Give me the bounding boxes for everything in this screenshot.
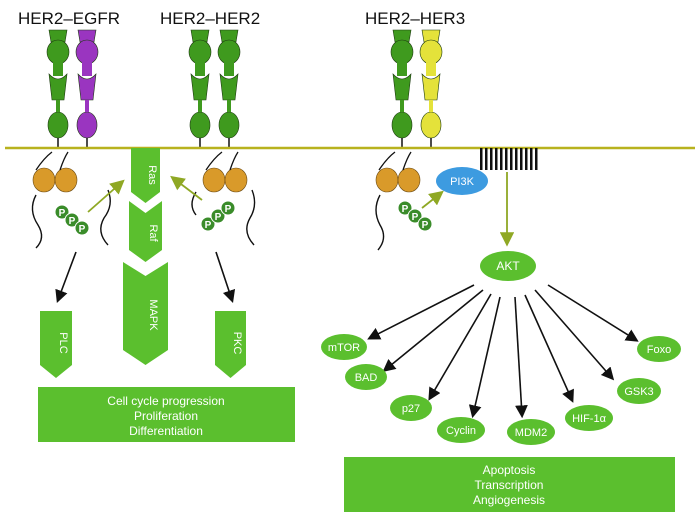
- arrow-to-plc: [55, 251, 77, 303]
- akt-target-node: GSK3: [617, 378, 661, 404]
- mapk-label: MAPK: [147, 299, 159, 331]
- akt-target-node: HIF-1α: [565, 405, 613, 431]
- akt-target-arrow: [468, 296, 501, 419]
- akt-label: AKT: [496, 259, 520, 273]
- outcome-left-line-3: Differentiation: [129, 424, 203, 438]
- pi3k-node: [436, 167, 488, 195]
- receptor-left-monomer: [46, 29, 70, 148]
- dimer-label-her2-egfr: HER2–EGFR: [18, 9, 120, 28]
- akt-target-label: p27: [402, 403, 420, 415]
- akt-target-arrow: [367, 284, 475, 340]
- svg-text:P: P: [225, 204, 232, 215]
- svg-text:P: P: [422, 220, 429, 231]
- receptor-left-monomer: [188, 29, 212, 148]
- mapk-chevron: [123, 262, 168, 365]
- plc-chevron: [40, 311, 72, 378]
- pi3k-label: PI3K: [450, 176, 475, 188]
- mapk-pathway: Ras Raf MAPK: [123, 148, 168, 365]
- pkc-chevron: [215, 311, 246, 378]
- receptor-dimer-3: PPP: [375, 29, 443, 251]
- svg-text:P: P: [402, 204, 409, 215]
- akt-target-label: mTOR: [328, 342, 360, 354]
- svg-text:P: P: [205, 220, 212, 231]
- arrow-to-ras-right: [170, 175, 203, 201]
- svg-text:P: P: [59, 208, 66, 219]
- akt-target-label: HIF-1α: [572, 413, 607, 425]
- arrow-to-pi3k: [421, 190, 444, 209]
- phospho-site: P: [397, 200, 413, 216]
- outcome-left-line-1: Cell cycle progression: [107, 394, 224, 408]
- phospho-site: P: [200, 216, 216, 232]
- pkc-label: PKC: [231, 332, 243, 355]
- phospho-site: P: [74, 220, 90, 236]
- akt-target-label: MDM2: [515, 427, 547, 439]
- akt-target-arrow: [547, 284, 639, 342]
- svg-text:P: P: [215, 212, 222, 223]
- akt-target-node: mTOR: [321, 334, 367, 360]
- akt-target-arrow: [382, 289, 484, 373]
- akt-target-label: GSK3: [624, 386, 653, 398]
- raf-label: Raf: [147, 224, 159, 242]
- outcome-right-line-1: Apoptosis: [483, 463, 536, 477]
- svg-text:P: P: [79, 224, 86, 235]
- akt-target-node: MDM2: [507, 419, 555, 445]
- phospho-site: P: [64, 212, 80, 228]
- phospho-site: P: [407, 208, 423, 224]
- receptor-right-monomer: [75, 29, 99, 148]
- receptor-dimer-1: PPP: [31, 29, 111, 249]
- arrow-to-pkc: [215, 251, 236, 304]
- raf-chevron: [129, 201, 162, 262]
- akt-target-arrow: [534, 289, 615, 381]
- receptor-right-monomer: [217, 29, 241, 148]
- phospho-site: P: [54, 204, 70, 220]
- outcome-right-line-3: Angiogenesis: [473, 493, 545, 507]
- akt-target-arrow: [524, 294, 574, 403]
- akt-target-label: Cyclin: [446, 425, 476, 437]
- akt-target-node: p27: [390, 395, 432, 421]
- outcome-box-left: [38, 387, 295, 442]
- svg-text:P: P: [69, 216, 76, 227]
- dimer-label-her2-her3: HER2–HER3: [365, 9, 465, 28]
- pi3k-docking-site: [480, 148, 538, 170]
- akt-target-node: Cyclin: [437, 417, 485, 443]
- akt-target-arrows: [367, 284, 639, 419]
- ras-label: Ras: [146, 165, 158, 185]
- akt-target-arrow: [428, 293, 492, 401]
- akt-target-arrow: [514, 296, 528, 419]
- plc-label: PLC: [57, 332, 69, 353]
- arrow-to-ras-left: [87, 179, 125, 213]
- outcome-box-right: [344, 457, 675, 512]
- svg-text:P: P: [412, 212, 419, 223]
- akt-target-node: Foxo: [637, 336, 681, 362]
- receptor-left-monomer: [390, 29, 414, 148]
- receptor-right-monomer: [419, 29, 443, 148]
- akt-node: [480, 251, 536, 281]
- akt-target-label: Foxo: [647, 344, 671, 356]
- receptor-dimer-2: PPP: [188, 29, 256, 246]
- ras-chevron: [131, 148, 160, 203]
- dimer-label-her2-her2: HER2–HER2: [160, 9, 260, 28]
- outcome-left-line-2: Proliferation: [134, 409, 198, 423]
- outcome-right-line-2: Transcription: [475, 478, 544, 492]
- phospho-site: P: [220, 200, 236, 216]
- akt-target-label: BAD: [355, 372, 378, 384]
- phospho-site: P: [417, 216, 433, 232]
- phospho-site: P: [210, 208, 226, 224]
- akt-target-node: BAD: [345, 364, 387, 390]
